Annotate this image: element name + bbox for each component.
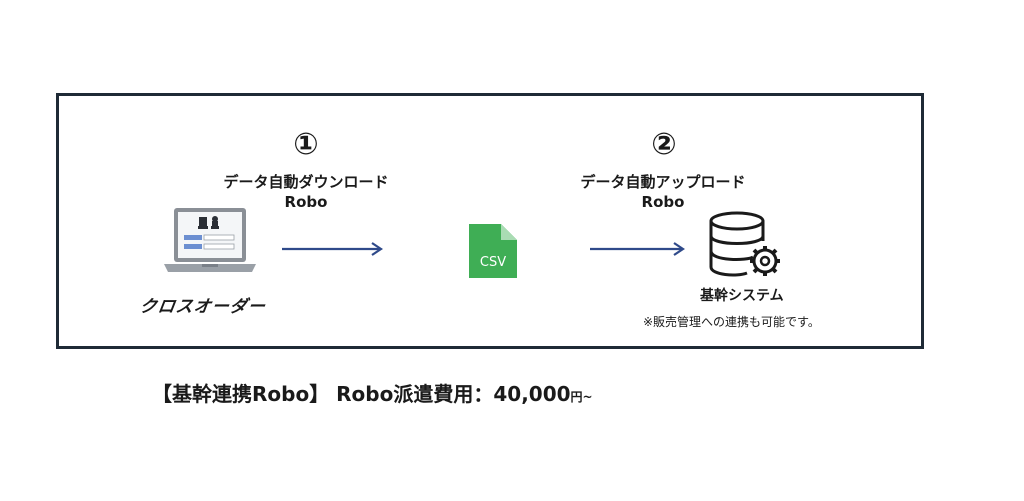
step-2-number: ② xyxy=(651,127,677,162)
target-note: ※販売管理への連携も可能です。 xyxy=(643,315,820,329)
pricing-footer: 【基幹連携Robo】 Robo派遣費用：40,000円~ xyxy=(152,378,593,407)
step-1-label: データ自動ダウンロード Robo xyxy=(196,172,416,212)
step-1-label-line2: Robo xyxy=(284,193,328,211)
step-2-label: データ自動アップロード Robo xyxy=(553,172,773,212)
csv-file-label: CSV xyxy=(479,255,507,270)
source-brand-logo: クロスオーダー xyxy=(138,297,268,317)
laptop-icon xyxy=(164,208,256,272)
arrow-right-icon-1 xyxy=(282,242,383,256)
step-2-label-line1: データ自動アップロード xyxy=(580,173,746,191)
pricing-text: 【基幹連携Robo】 Robo派遣費用：40,000 xyxy=(152,382,571,406)
target-system-name: 基幹システム xyxy=(700,288,784,304)
csv-file-icon: CSV xyxy=(469,224,517,278)
pricing-unit: 円~ xyxy=(570,390,593,404)
step-1-number: ① xyxy=(293,127,319,162)
database-gear-icon xyxy=(709,211,780,277)
step-1-label-line1: データ自動ダウンロード xyxy=(223,173,389,191)
step-2-label-line2: Robo xyxy=(641,193,685,211)
arrow-right-icon-2 xyxy=(590,242,685,256)
